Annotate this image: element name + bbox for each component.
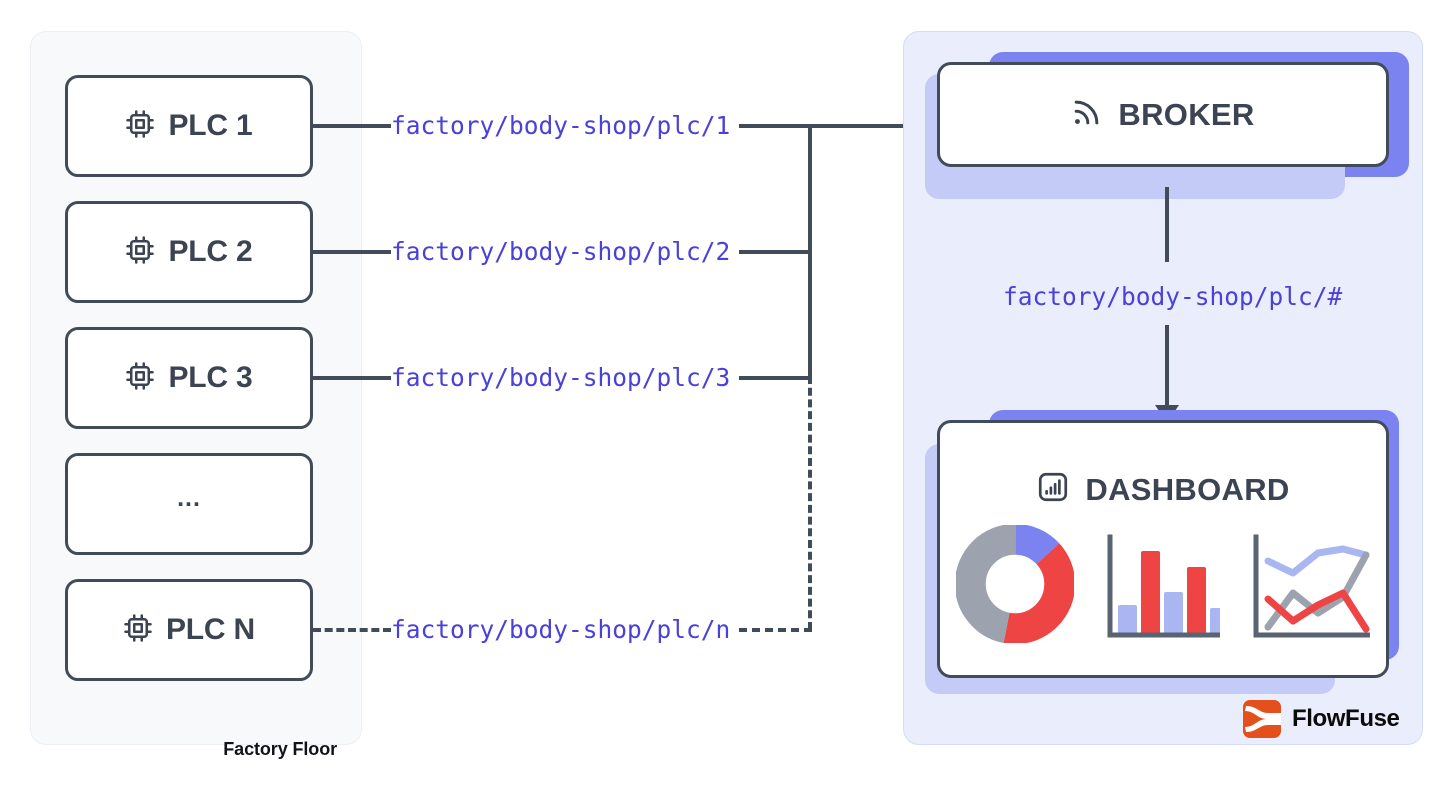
bar-chart-box-icon xyxy=(1036,470,1070,509)
plc-node-label: PLC N xyxy=(165,613,255,646)
flowfuse-wordmark: FlowFuse xyxy=(1292,705,1400,732)
plc-node-ellipsis: ... xyxy=(65,453,313,555)
cpu-chip-icon xyxy=(125,109,155,144)
broker-card[interactable]: BROKER xyxy=(925,52,1409,199)
ellipsis-label: ... xyxy=(177,483,201,512)
flowfuse-logo: FlowFuse xyxy=(1243,700,1400,738)
connector-plc3-right xyxy=(739,376,812,380)
connector-plc1-right xyxy=(739,124,812,128)
cpu-chip-icon xyxy=(125,361,155,396)
plc-node-2[interactable]: PLC 2 xyxy=(65,201,313,303)
connector-plc1-left xyxy=(313,124,391,128)
dashboard-chart-row xyxy=(940,523,1386,648)
connector-label-to-dashboard xyxy=(1165,325,1169,408)
topic-label-plc2: factory/body-shop/plc/2 xyxy=(391,237,731,266)
broker-card-face[interactable]: BROKER xyxy=(937,62,1389,167)
broker-label: BROKER xyxy=(1118,97,1255,132)
connector-bus-solid xyxy=(808,124,812,380)
plc-node-label: PLC 3 xyxy=(168,361,253,394)
line-chart xyxy=(1248,531,1371,648)
dashboard-card-face[interactable]: DASHBOARD xyxy=(937,420,1389,678)
dashboard-card[interactable]: DASHBOARD xyxy=(925,410,1399,705)
connector-plc3-left xyxy=(313,376,391,380)
connector-plcn-right xyxy=(739,628,812,632)
topic-label-plc3: factory/body-shop/plc/3 xyxy=(391,363,731,392)
plc-node-label: PLC 1 xyxy=(168,109,253,142)
connector-bus-dashed xyxy=(808,376,812,630)
topic-label-plc1: factory/body-shop/plc/1 xyxy=(391,111,731,140)
connector-broker-to-label xyxy=(1165,187,1169,262)
dashboard-header: DASHBOARD xyxy=(940,470,1386,509)
plc-node-3[interactable]: PLC 3 xyxy=(65,327,313,429)
factory-floor-caption: Factory Floor xyxy=(223,739,337,759)
plc-node-label: PLC 2 xyxy=(168,235,253,268)
plc-node-1[interactable]: PLC 1 xyxy=(65,75,313,177)
rss-signal-icon xyxy=(1071,97,1102,133)
flowfuse-logo-mark xyxy=(1243,700,1281,738)
connector-plcn-left xyxy=(313,628,391,632)
connector-plc2-left xyxy=(313,250,391,254)
cpu-chip-icon xyxy=(123,613,153,648)
cpu-chip-icon xyxy=(125,235,155,270)
topic-label-plcn: factory/body-shop/plc/n xyxy=(391,615,731,644)
bar-chart xyxy=(1102,531,1232,648)
dashboard-label: DASHBOARD xyxy=(1085,472,1290,507)
connector-bus-to-broker xyxy=(808,124,918,128)
plc-node-n[interactable]: PLC N xyxy=(65,579,313,681)
donut-chart xyxy=(954,523,1076,648)
connector-plc2-right xyxy=(739,250,812,254)
topic-label-subscribe: factory/body-shop/plc/# xyxy=(1003,282,1343,311)
